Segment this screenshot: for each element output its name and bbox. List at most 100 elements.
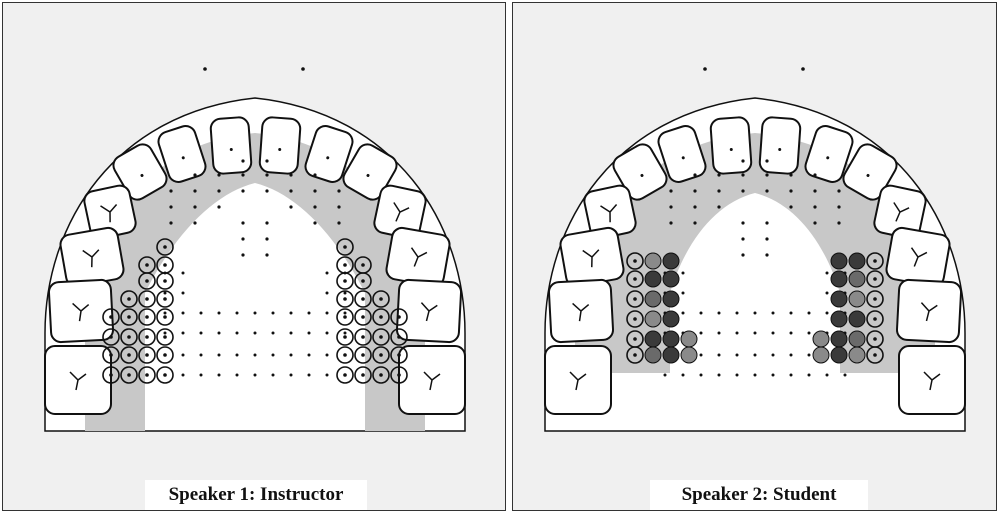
contact-electrode [372, 346, 390, 364]
contact-electrode [102, 328, 120, 346]
electrode [337, 221, 341, 225]
electrode [313, 221, 317, 225]
contact-electrode [866, 346, 884, 364]
contact-electrode-center [633, 297, 637, 301]
contact-electrode-center [145, 297, 149, 301]
contact-electrode [138, 346, 156, 364]
electrode [193, 221, 197, 225]
contact-electrode [372, 366, 390, 384]
contact-electrode [390, 328, 408, 346]
tooth [559, 226, 625, 288]
electrode [313, 205, 317, 209]
contact-electrode [156, 328, 174, 346]
contact-electrode-center [379, 315, 383, 319]
electrode [271, 331, 275, 335]
contact-electrode [156, 272, 174, 290]
electrode [253, 353, 257, 357]
contact-electrode [372, 290, 390, 308]
contact-electrode [336, 366, 354, 384]
electrode [307, 331, 311, 335]
electrode [735, 311, 739, 315]
electrode [681, 271, 685, 275]
electrode [325, 311, 329, 315]
electrode [307, 373, 311, 377]
tooth [304, 125, 354, 183]
contact-electrode [120, 328, 138, 346]
contact-electrode-center [379, 373, 383, 377]
contact-electrode-center [397, 335, 401, 339]
contact-electrode [354, 308, 372, 326]
contact-electrode-filled [662, 290, 680, 308]
contact-electrode-center [361, 315, 365, 319]
electrode [789, 205, 793, 209]
electrode [343, 331, 347, 335]
contact-electrode-center [145, 353, 149, 357]
electrode [217, 205, 221, 209]
contact-electrode-center [361, 335, 365, 339]
contact-electrode-center [145, 335, 149, 339]
contact-electrode [866, 290, 884, 308]
contact-electrode-filled [662, 330, 680, 348]
tooth [885, 226, 951, 288]
electrode [265, 159, 269, 163]
contact-electrode-center [873, 337, 877, 341]
contact-electrode-filled [812, 330, 830, 348]
contact-electrode-filled [830, 330, 848, 348]
contact-electrode [390, 346, 408, 364]
electrode [717, 353, 721, 357]
contact-electrode-center [127, 297, 131, 301]
contact-electrode-filled [830, 252, 848, 270]
tooth [657, 125, 707, 183]
electrode [169, 205, 173, 209]
electrode [325, 291, 329, 295]
contact-electrode-center [127, 353, 131, 357]
contact-electrode-filled [644, 310, 662, 328]
electrode [717, 373, 721, 377]
contact-electrode [156, 346, 174, 364]
tooth [44, 345, 112, 415]
electrode [717, 173, 721, 177]
electrode [789, 173, 793, 177]
electrode [837, 189, 841, 193]
palatogram-instructor [44, 67, 466, 432]
electrode [181, 291, 185, 295]
electrode [337, 189, 341, 193]
electrode [765, 237, 769, 241]
contact-electrode-center [109, 353, 113, 357]
contact-electrode-center [343, 315, 347, 319]
contact-electrode [138, 272, 156, 290]
contact-electrode-center [633, 353, 637, 357]
contact-electrode-center [109, 335, 113, 339]
tooth [547, 278, 615, 344]
electrode [253, 331, 257, 335]
tooth [83, 184, 137, 240]
electrode [181, 331, 185, 335]
electrode [253, 311, 257, 315]
electrode [343, 291, 347, 295]
contact-electrode-filled [644, 290, 662, 308]
electrode [693, 205, 697, 209]
caption-student: Speaker 2: Student [650, 480, 868, 510]
electrode [199, 311, 203, 315]
tooth [898, 345, 966, 415]
electrode [699, 311, 703, 315]
contact-electrode-filled [848, 270, 866, 288]
contact-electrode-center [163, 353, 167, 357]
electrode [199, 331, 203, 335]
contact-electrode-filled [644, 346, 662, 364]
contact-electrode-center [633, 277, 637, 281]
contact-electrode [336, 346, 354, 364]
electrode [663, 373, 667, 377]
contact-electrode-center [163, 297, 167, 301]
contact-electrode-center [397, 315, 401, 319]
contact-electrode [138, 308, 156, 326]
contact-electrode [102, 308, 120, 326]
electrode [169, 221, 173, 225]
electrode [313, 189, 317, 193]
electrode [789, 331, 793, 335]
electrode [235, 331, 239, 335]
electrode [741, 253, 745, 257]
contact-electrode-filled [680, 330, 698, 348]
contact-electrode [336, 238, 354, 256]
electrode [265, 253, 269, 257]
